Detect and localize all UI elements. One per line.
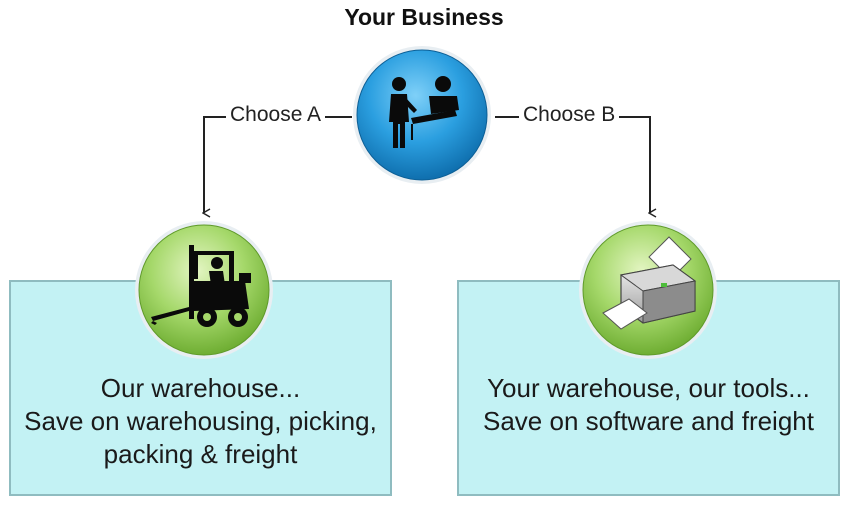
diagram-title: Your Business: [344, 4, 504, 30]
option-a-text: Our warehouse... Save on warehousing, pi…: [11, 372, 390, 471]
business-counter-icon: [351, 44, 493, 186]
option-b-line-2: Save on software and freight: [483, 406, 814, 436]
option-b-line-1: Your warehouse, our tools...: [487, 373, 810, 403]
option-a-line-1: Our warehouse...: [100, 373, 301, 403]
option-a-line-3: packing & freight: [103, 439, 298, 469]
choose-b-label: Choose B: [519, 103, 620, 127]
option-b-text: Your warehouse, our tools... Save on sof…: [459, 372, 838, 438]
connector-a: [204, 116, 352, 213]
connector-b: [495, 116, 650, 213]
option-a-line-2: Save on warehousing, picking,: [24, 406, 377, 436]
printer-icon: [577, 219, 719, 361]
choose-a-label: Choose A: [226, 103, 326, 127]
forklift-icon: [133, 219, 275, 361]
